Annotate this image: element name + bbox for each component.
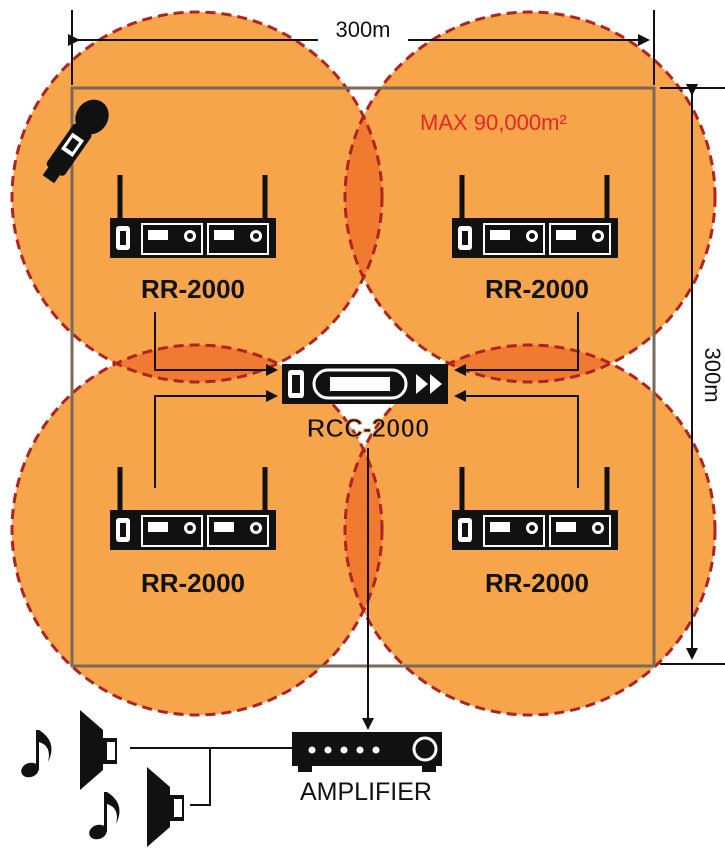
- controller-label: RCC-2000: [307, 413, 430, 443]
- width-label: 300m: [335, 17, 390, 42]
- speaker-icon: [147, 767, 184, 847]
- height-dimension: [660, 84, 725, 665]
- receiver-bottom-left: [110, 467, 276, 550]
- height-label: 300m: [700, 347, 725, 402]
- receiver-bottom-left-label: RR-2000: [141, 568, 245, 598]
- speaker-wiring: [130, 747, 292, 806]
- amplifier-label: AMPLIFIER: [300, 778, 432, 806]
- music-note-icon: [89, 792, 120, 840]
- receiver-bottom-right: [452, 467, 618, 550]
- coverage-square: [70, 86, 656, 668]
- coverage-outlines: [10, 10, 717, 717]
- receiver-top-right: [452, 175, 618, 258]
- signal-connectors: [154, 312, 579, 730]
- speaker-icon: [80, 710, 117, 790]
- controller-device: [282, 364, 448, 404]
- max-area-label: MAX 90,000m²: [420, 110, 567, 135]
- amplifier-device: [292, 732, 442, 772]
- coverage-circle-top-left: [12, 12, 382, 382]
- receiver-top-right-label: RR-2000: [485, 274, 589, 304]
- receiver-bottom-right-label: RR-2000: [485, 568, 589, 598]
- receiver-top-left: [110, 175, 276, 258]
- music-note-icon: [21, 730, 52, 778]
- coverage-circle-top-right: [345, 12, 715, 382]
- receiver-top-left-label: RR-2000: [141, 274, 245, 304]
- microphone-icon: [42, 99, 109, 184]
